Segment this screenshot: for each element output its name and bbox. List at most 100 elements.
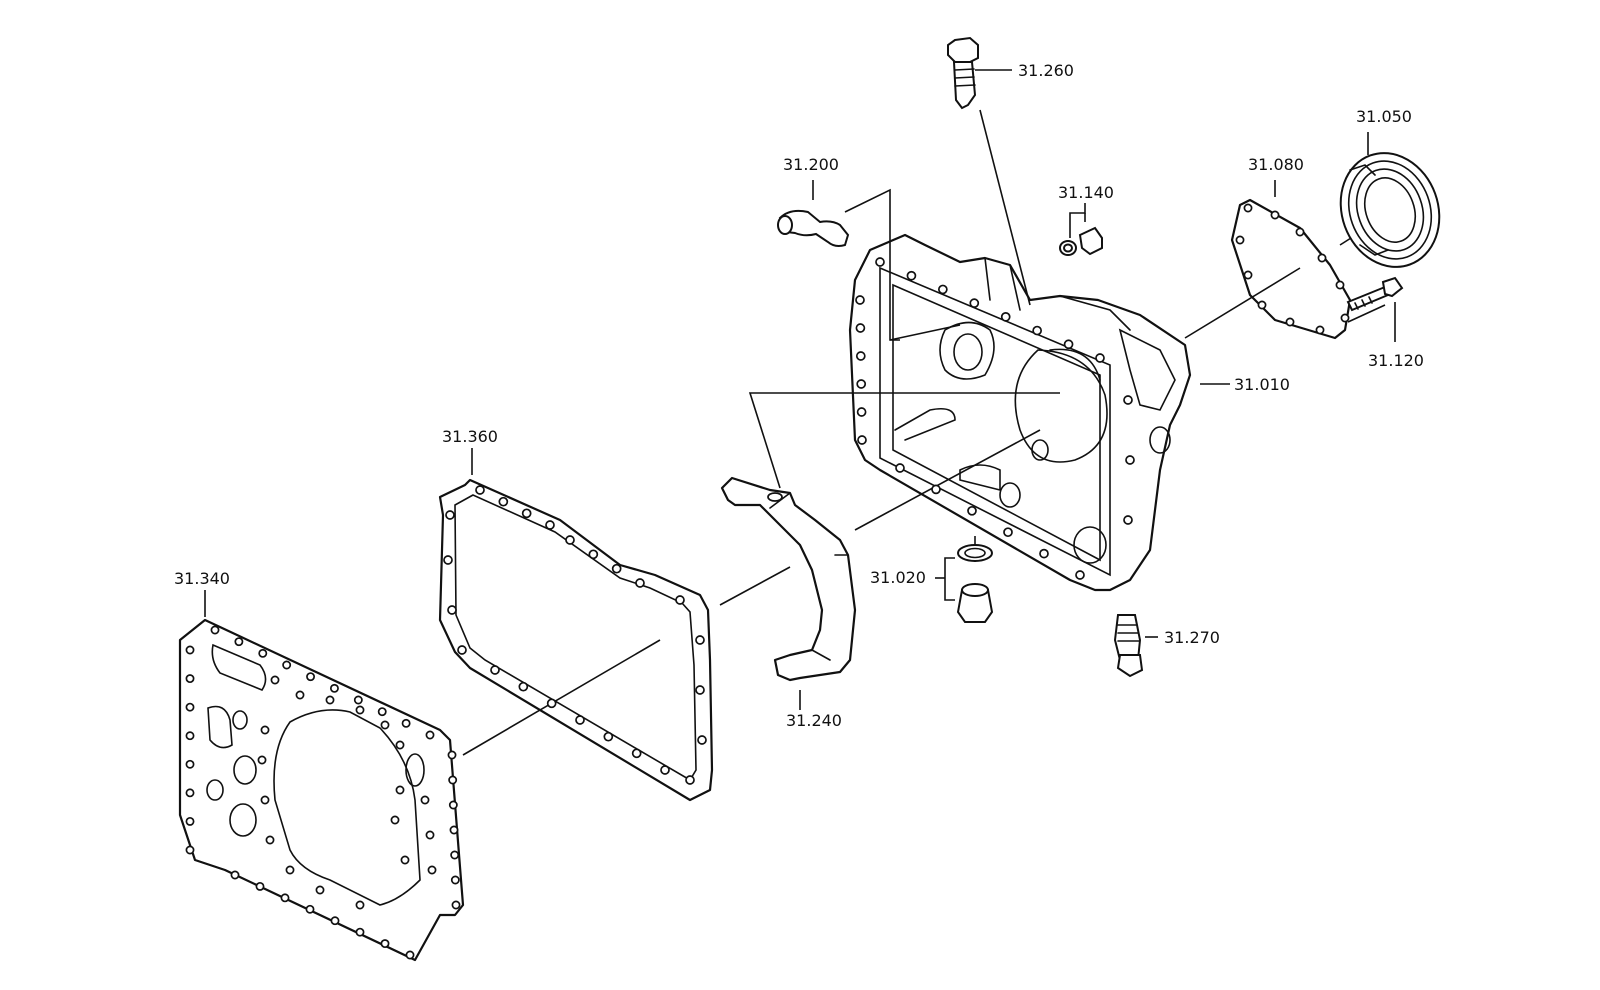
cover-hole xyxy=(1270,210,1280,220)
part-31.270-plug xyxy=(1113,614,1144,678)
housing-bolt-hole xyxy=(855,295,865,305)
plate-hole xyxy=(447,750,457,760)
plate-hole xyxy=(265,835,275,845)
gasket-hole xyxy=(697,735,707,745)
plate-hole xyxy=(280,893,290,903)
housing-bolt-hole xyxy=(856,379,867,389)
cover-hole xyxy=(1285,317,1295,327)
plate-hole xyxy=(329,683,339,693)
housing-bolt-hole xyxy=(1095,353,1105,363)
gasket-hole xyxy=(635,578,645,588)
gasket-hole xyxy=(490,665,500,675)
plate-hole xyxy=(377,707,387,717)
plate-hole xyxy=(285,865,295,875)
plate-hole xyxy=(260,725,270,735)
plate-hole xyxy=(255,881,265,891)
gasket-hole xyxy=(611,563,622,574)
housing-bolt-hole xyxy=(856,407,867,417)
plate-hole xyxy=(353,695,363,705)
plate-hole xyxy=(305,904,315,914)
plate-hole xyxy=(185,759,195,769)
housing-bolt-hole xyxy=(1125,455,1135,465)
housing-bolt-hole xyxy=(1123,515,1133,525)
gasket-hole xyxy=(546,698,557,709)
plate-hole xyxy=(420,795,430,805)
housing-bolt-hole xyxy=(857,435,867,445)
label-31.010: 31.010 xyxy=(1234,375,1290,394)
plate-hole xyxy=(325,695,335,705)
plate-hole xyxy=(315,885,325,895)
plate-hole xyxy=(395,785,405,795)
gasket-hole xyxy=(575,715,585,725)
plate-hole xyxy=(230,870,240,880)
gasket-hole xyxy=(675,595,685,605)
plate-hole xyxy=(185,845,195,855)
gasket-hole xyxy=(518,681,529,692)
plate-hole xyxy=(306,672,316,682)
label-31.140: 31.140 xyxy=(1058,183,1114,202)
housing-bolt-hole xyxy=(967,505,977,516)
plate-hole xyxy=(380,720,390,730)
label-31.240: 31.240 xyxy=(786,711,842,730)
part-31.140-plug xyxy=(1059,226,1103,256)
gasket-hole xyxy=(603,731,614,742)
part-31.260-bolt xyxy=(947,36,979,110)
label-31.200: 31.200 xyxy=(783,155,839,174)
gasket-hole xyxy=(695,635,705,645)
plate-hole xyxy=(234,637,244,647)
gasket-hole xyxy=(588,549,599,560)
label-31.340: 31.340 xyxy=(174,569,230,588)
plate-hole xyxy=(185,816,195,826)
plate-hole xyxy=(448,775,458,785)
part-31.120-bolt xyxy=(1346,276,1404,312)
plate-hole xyxy=(380,939,390,949)
housing-bolt-hole xyxy=(1063,339,1074,350)
part-31.240-guide xyxy=(720,476,857,682)
plate-hole xyxy=(401,718,411,728)
plate-hole xyxy=(449,825,459,835)
part-31.050-bearing xyxy=(1339,152,1441,268)
housing-bolt-hole xyxy=(969,298,980,308)
part-31.340-plate xyxy=(178,618,465,962)
housing-bolt-hole xyxy=(1123,395,1133,405)
label-31.020: 31.020 xyxy=(870,568,926,587)
gasket-hole xyxy=(447,605,457,615)
part-31.080-cover-gasket xyxy=(1230,198,1352,340)
plate-hole xyxy=(260,795,270,805)
cover-hole xyxy=(1243,270,1253,280)
cover-hole xyxy=(1235,235,1245,245)
housing-bolt-hole xyxy=(1075,570,1085,580)
gasket-hole xyxy=(457,645,467,655)
label-31.260: 31.260 xyxy=(1018,61,1074,80)
plate-hole xyxy=(185,702,195,712)
cover-hole xyxy=(1340,313,1350,323)
plate-hole xyxy=(270,675,280,685)
part-31.360-gasket xyxy=(438,478,714,802)
plate-hole xyxy=(210,625,220,635)
gasket-hole xyxy=(565,535,575,545)
plate-hole xyxy=(355,705,365,715)
plate-hole xyxy=(282,660,292,670)
cover-hole xyxy=(1315,325,1325,335)
housing-bolt-hole xyxy=(875,257,885,267)
housing-bolt-hole xyxy=(855,351,866,361)
housing-bolt-hole xyxy=(938,284,948,295)
housing-bolt-hole xyxy=(1000,312,1011,322)
label-31.050: 31.050 xyxy=(1356,107,1412,126)
plate-hole xyxy=(355,927,365,937)
gasket-hole xyxy=(685,775,695,785)
gasket-hole xyxy=(443,555,453,565)
plate-hole xyxy=(427,865,437,875)
gasket-hole xyxy=(695,685,705,695)
housing-bolt-hole xyxy=(895,463,905,473)
housing-bolt-hole xyxy=(855,323,866,333)
plate-hole xyxy=(425,830,435,840)
gasket-hole xyxy=(545,520,555,530)
gasket-hole xyxy=(498,496,509,507)
gasket-hole xyxy=(660,765,670,775)
plate-hole xyxy=(450,850,460,860)
label-31.360: 31.360 xyxy=(442,427,498,446)
plate-hole xyxy=(355,900,365,910)
